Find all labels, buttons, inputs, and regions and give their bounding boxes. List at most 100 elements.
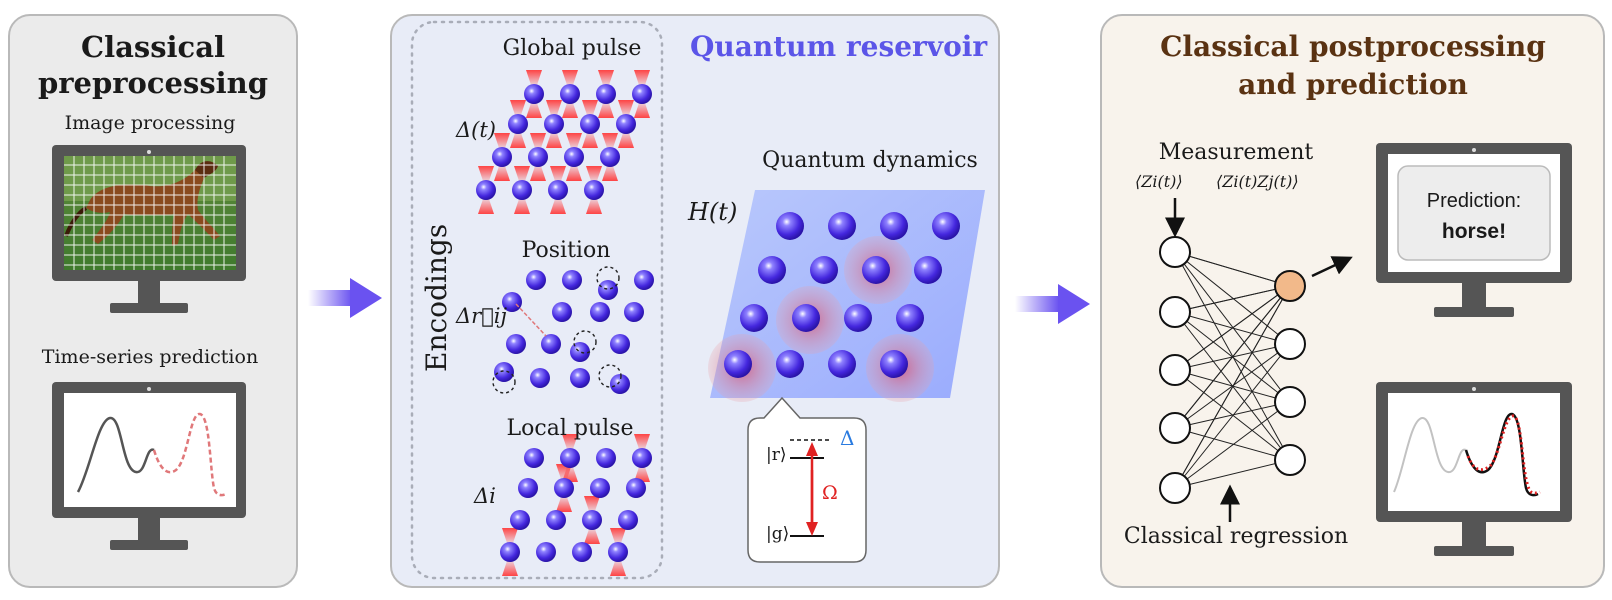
- right-title-line1: Classical postprocessing: [1160, 30, 1546, 63]
- atom: [510, 510, 530, 530]
- network-edge: [1174, 285, 1291, 313]
- time-series-label: Time-series prediction: [41, 346, 259, 368]
- prediction-label: Prediction:: [1426, 190, 1522, 212]
- output-node: [1274, 270, 1306, 302]
- atom: [758, 256, 786, 284]
- local-pulse-label: Local pulse: [506, 416, 634, 441]
- atom: [598, 280, 618, 300]
- atom: [570, 342, 590, 362]
- atom: [616, 114, 636, 134]
- atom: [596, 84, 616, 104]
- input-node: [1159, 412, 1191, 444]
- neural-network: [1159, 236, 1306, 504]
- atom: [548, 180, 568, 200]
- laser-beam: [556, 494, 572, 512]
- monitor-image-processing: [52, 145, 246, 313]
- laser-beam: [526, 100, 542, 118]
- atom: [536, 542, 556, 562]
- global-pulse-label: Global pulse: [502, 36, 642, 61]
- laser-beam: [634, 70, 650, 88]
- atom: [506, 334, 526, 354]
- left-title-line2: preprocessing: [37, 66, 269, 100]
- atom: [608, 542, 628, 562]
- laser-beam: [478, 196, 494, 214]
- atom: [600, 147, 620, 167]
- laser-beam: [618, 100, 634, 118]
- laser-beam: [562, 70, 578, 88]
- laser-beam: [598, 70, 614, 88]
- laser-beam: [610, 528, 626, 546]
- atom: [500, 542, 520, 562]
- laser-beam: [584, 526, 600, 544]
- laser-beam: [478, 166, 494, 184]
- atom: [570, 368, 590, 388]
- laser-beam: [634, 434, 650, 452]
- atom: [582, 510, 602, 530]
- position-symbol: Δr⃗ij: [456, 304, 508, 328]
- laser-beam: [584, 496, 600, 514]
- laser-beam: [494, 133, 510, 151]
- laser-beam: [546, 100, 562, 118]
- atom: [541, 334, 561, 354]
- network-edge: [1174, 285, 1291, 489]
- arrow-to-reservoir: [308, 278, 382, 318]
- network-edge: [1174, 427, 1291, 461]
- ground-state-label: |g⟩: [766, 524, 790, 544]
- monitor-prediction: [1376, 143, 1572, 317]
- atom: [740, 304, 768, 332]
- network-edge: [1174, 401, 1291, 489]
- atom: [896, 304, 924, 332]
- atom: [596, 448, 616, 468]
- atom: [626, 478, 646, 498]
- atom: [492, 147, 512, 167]
- reservoir-title: Quantum reservoir: [690, 30, 988, 63]
- atom: [792, 304, 820, 332]
- atom: [524, 84, 544, 104]
- atom: [580, 114, 600, 134]
- atom: [476, 180, 496, 200]
- network-node: [1274, 444, 1306, 476]
- measurement-label: Measurement: [1158, 140, 1314, 165]
- quantum-dynamics-label: Quantum dynamics: [762, 148, 978, 173]
- laser-beam: [618, 130, 634, 148]
- atom: [560, 448, 580, 468]
- prediction-value: horse!: [1441, 220, 1507, 243]
- laser-beam: [494, 163, 510, 181]
- observable-correlator: ⟨Zi(t)Zj(t)⟩: [1216, 172, 1299, 191]
- atom: [610, 334, 630, 354]
- atom: [526, 270, 546, 290]
- atom: [632, 448, 652, 468]
- atom: [618, 510, 638, 530]
- atom: [508, 114, 528, 134]
- network-edge: [1174, 401, 1291, 429]
- atom: [518, 478, 538, 498]
- atom: [776, 350, 804, 378]
- laser-beam: [550, 166, 566, 184]
- atom: [932, 212, 960, 240]
- network-edge: [1174, 285, 1291, 371]
- vacancy-marker: [596, 266, 620, 290]
- network-edge: [1174, 251, 1291, 345]
- atom: [844, 304, 872, 332]
- atom: [828, 212, 856, 240]
- network-edge: [1174, 459, 1291, 489]
- laser-beam: [566, 163, 582, 181]
- input-node: [1159, 236, 1191, 268]
- laser-beam: [514, 166, 530, 184]
- atom: [560, 84, 580, 104]
- vacancy-marker: [598, 364, 622, 388]
- atom: [562, 270, 582, 290]
- quantum-dynamics-atoms: [708, 212, 960, 402]
- atom: [634, 270, 654, 290]
- monitor-time-series: [52, 382, 246, 550]
- atom: [552, 302, 572, 322]
- output-arrow: [1311, 256, 1353, 278]
- laser-beam: [502, 558, 518, 576]
- atom: [724, 350, 752, 378]
- atom: [610, 374, 630, 394]
- input-node: [1159, 354, 1191, 386]
- atom: [512, 180, 532, 200]
- atom: [524, 448, 544, 468]
- regression-label: Classical regression: [1123, 524, 1349, 549]
